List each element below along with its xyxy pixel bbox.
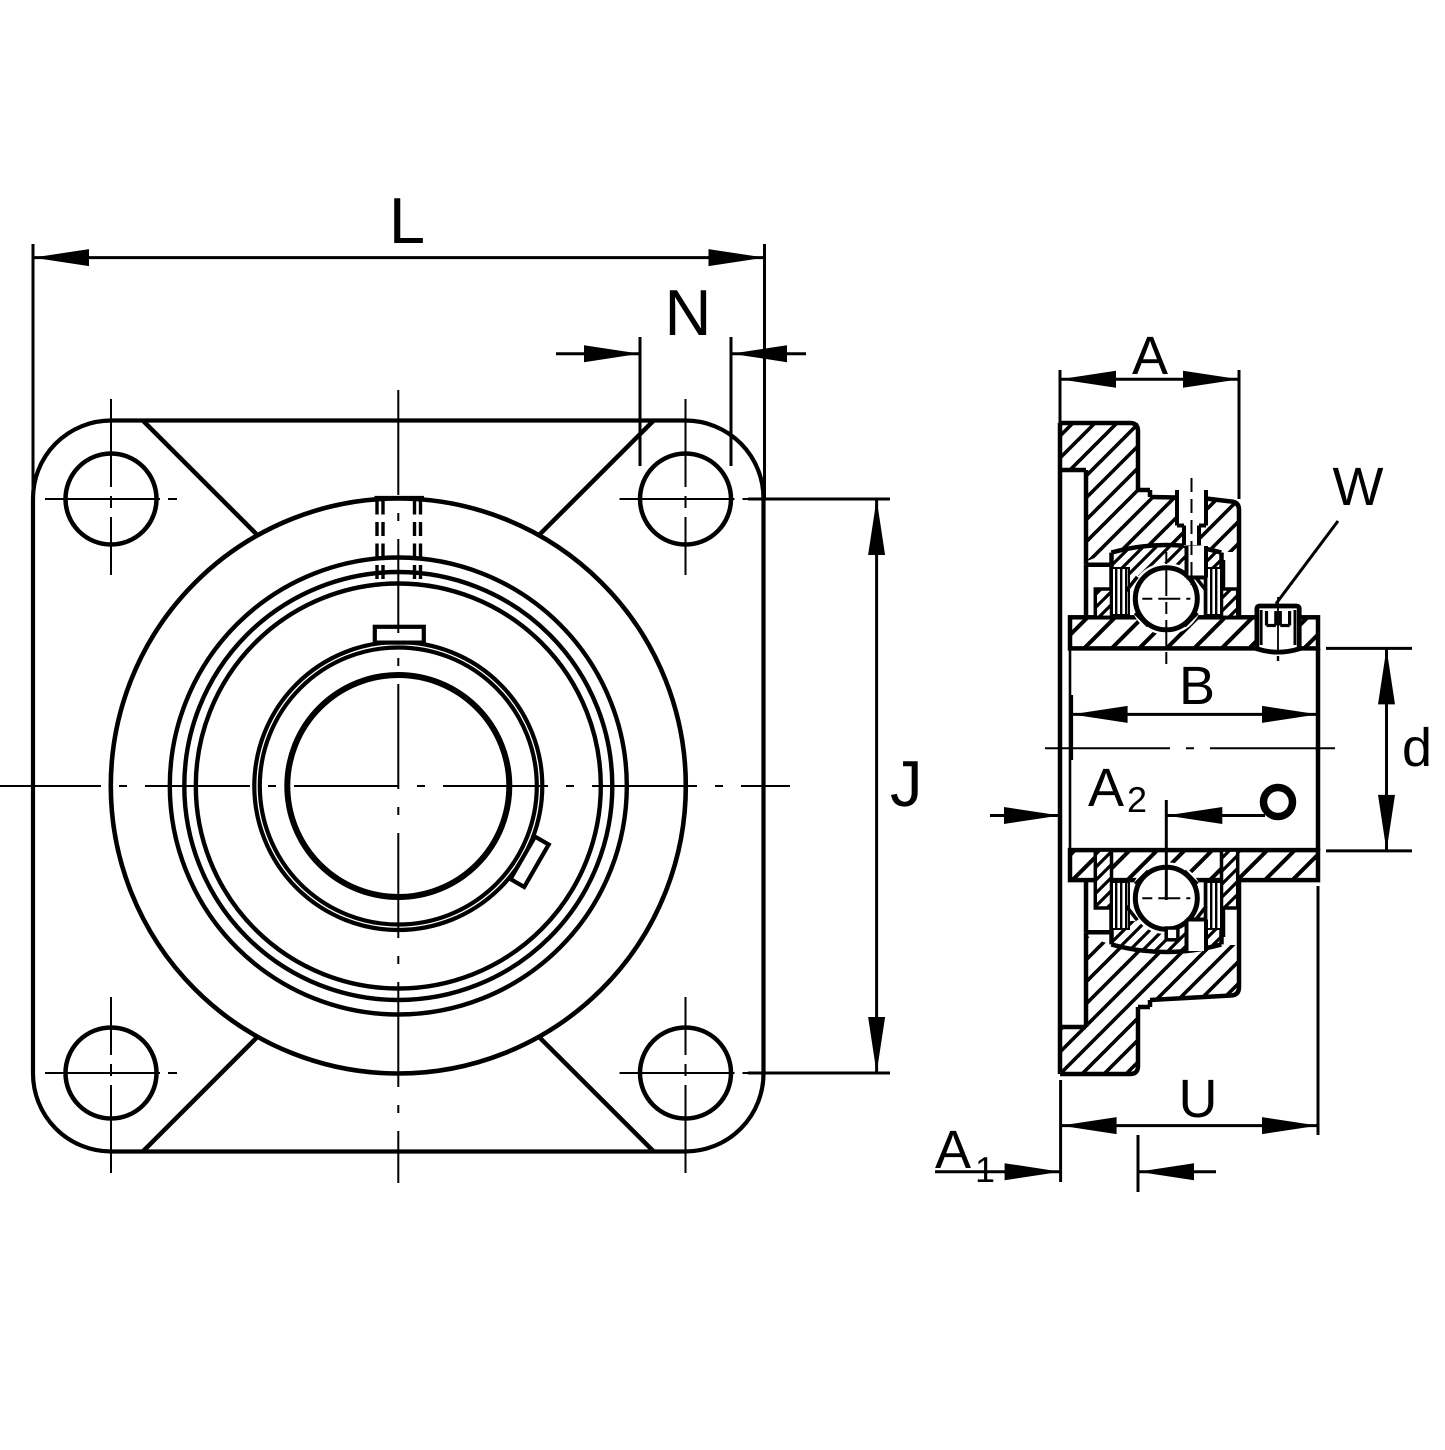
svg-text:B: B [1179,656,1215,716]
svg-text:N: N [665,276,712,349]
svg-text:A: A [935,1120,971,1180]
svg-text:L: L [389,184,425,257]
svg-text:W: W [1333,457,1384,517]
svg-text:1: 1 [975,1149,995,1190]
svg-text:U: U [1179,1069,1218,1129]
svg-text:A: A [1132,326,1168,386]
svg-text:2: 2 [1127,779,1147,820]
svg-text:A: A [1088,758,1124,818]
svg-text:J: J [890,747,923,820]
svg-text:d: d [1402,718,1432,778]
